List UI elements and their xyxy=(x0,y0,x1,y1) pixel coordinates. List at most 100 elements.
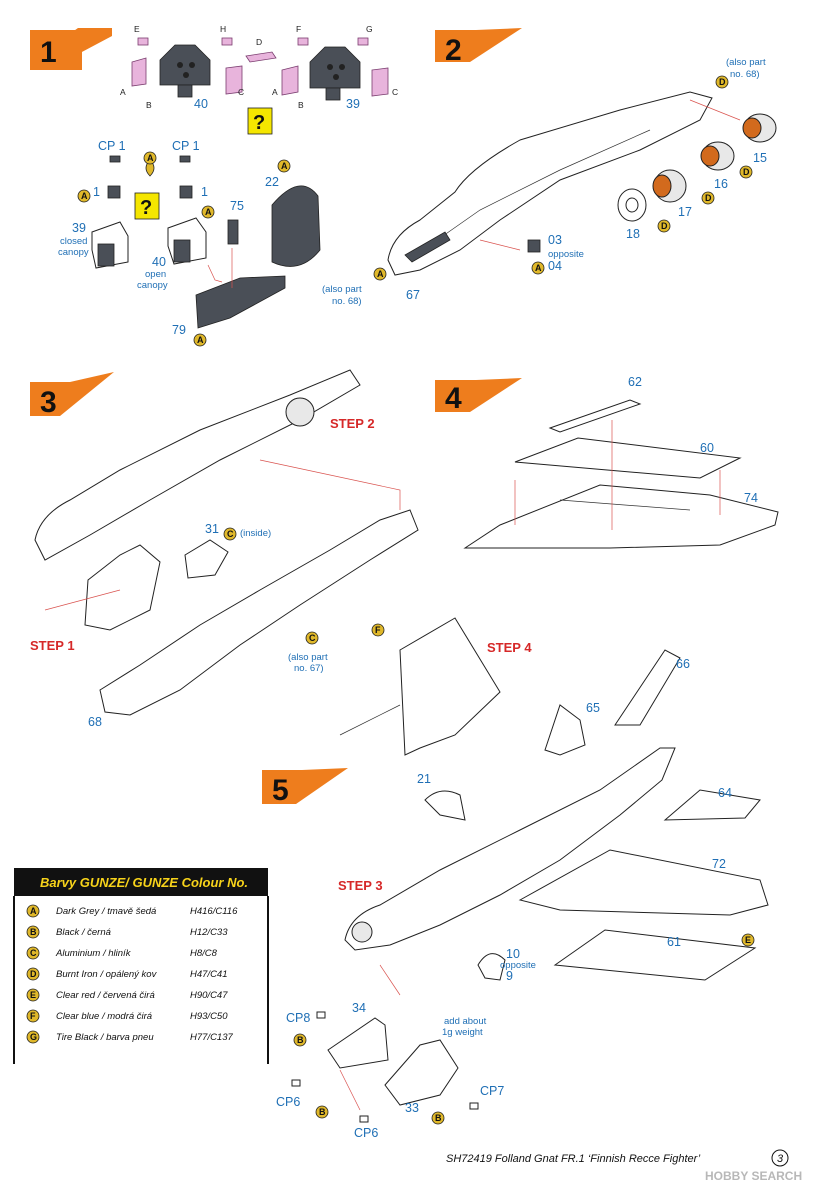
step-3-ref: STEP 3 xyxy=(338,878,383,893)
step-1-box xyxy=(30,30,82,70)
legend-colour-name: Dark Grey / tmavě šedá xyxy=(56,906,156,917)
part-75-label: 75 xyxy=(230,199,244,213)
panel-60 xyxy=(514,437,742,479)
legend-letter: A xyxy=(30,906,37,916)
step-1-ref: STEP 1 xyxy=(30,638,75,653)
open-canopy-seat xyxy=(167,217,207,265)
part-34-label: 34 xyxy=(352,1001,366,1015)
letter-c-1: C xyxy=(238,87,244,97)
legend-colour-name: Burnt Iron / opálený kov xyxy=(56,969,158,980)
legend-colour-name: Black / černá xyxy=(56,927,111,938)
part-10-9 xyxy=(477,953,506,981)
step-4-section: 4 62 60 74 xyxy=(435,375,779,549)
cp6-label-2: CP6 xyxy=(354,1126,378,1140)
part-74-label: 74 xyxy=(744,491,758,505)
panel-61 xyxy=(553,929,757,981)
also-68-d: no. 68) xyxy=(332,296,362,307)
question-box-2: ? xyxy=(134,192,160,220)
part-33-label: 33 xyxy=(405,1101,419,1115)
part-34 xyxy=(327,1017,389,1069)
fuselage-step3-lower xyxy=(99,509,419,716)
paint-badges: A A A A A D D D xyxy=(77,75,755,1125)
legend-colour-code: H93/C50 xyxy=(190,1011,228,1022)
svg-text:D: D xyxy=(705,193,712,203)
part-21-label: 21 xyxy=(417,772,431,786)
legend-colour-code: H77/C137 xyxy=(190,1032,233,1043)
svg-text:A: A xyxy=(377,269,384,279)
part-64-label: 64 xyxy=(718,786,732,800)
part-40-seat-label: 40 xyxy=(152,255,166,269)
badge-d-4: D xyxy=(657,219,671,233)
letter-h: H xyxy=(220,24,226,34)
part-39-label: 39 xyxy=(346,97,360,111)
page-number: 3 xyxy=(777,1153,784,1165)
part-65-label: 65 xyxy=(586,701,600,715)
cp1-label-1: CP 1 xyxy=(98,139,126,153)
step-5-banner xyxy=(262,768,348,804)
step-5-number: 5 xyxy=(272,774,289,807)
badge-b-2: B xyxy=(315,1105,329,1119)
part-15-label: 15 xyxy=(753,151,767,165)
part-31 xyxy=(184,539,229,579)
step-2-banner xyxy=(435,28,522,62)
letter-e: E xyxy=(134,24,140,34)
letter-b-1: B xyxy=(146,100,152,110)
letter-d: D xyxy=(256,37,262,47)
open-label: open xyxy=(145,269,166,280)
part-75 xyxy=(227,219,239,245)
inside-label: (inside) xyxy=(240,528,271,539)
part-66 xyxy=(614,649,681,726)
legend-colour-name: Tire Black / barva pneu xyxy=(56,1032,154,1043)
legend-letter: C xyxy=(30,948,37,958)
also-67-a: (also part xyxy=(288,652,328,663)
canopy-label-2: canopy xyxy=(137,280,168,291)
cp8-part xyxy=(316,1011,326,1019)
cp8-label: CP8 xyxy=(286,1011,310,1025)
letter-a-1: A xyxy=(120,87,126,97)
legend-badge xyxy=(26,988,40,1002)
add-weight-1: add about xyxy=(444,1016,487,1027)
letter-a-2: A xyxy=(272,87,278,97)
svg-text:D: D xyxy=(719,77,726,87)
cp1-part-2 xyxy=(179,155,191,163)
legend-badge xyxy=(26,904,40,918)
badge-a-4: A xyxy=(277,159,291,173)
badge-c-1: C xyxy=(223,527,237,541)
badge-a-7: A xyxy=(373,267,387,281)
opposite-label-2: opposite xyxy=(500,960,536,971)
part-9-label: 9 xyxy=(506,969,513,983)
svg-text:D: D xyxy=(743,167,750,177)
part-10-label: 10 xyxy=(506,947,520,961)
part-31-label: 31 xyxy=(205,522,219,536)
badge-e-1: E xyxy=(741,933,755,947)
part-72-label: 72 xyxy=(712,857,726,871)
cockpit-tub-79 xyxy=(195,275,286,329)
badge-d-3: D xyxy=(701,191,715,205)
letter-c-2: C xyxy=(392,87,398,97)
step-1-number: 1 xyxy=(40,36,57,69)
part-1-label-b: 1 xyxy=(201,185,208,199)
badge-d-1: D xyxy=(715,75,729,89)
step-4-banner xyxy=(435,378,522,412)
step-4-ref: STEP 4 xyxy=(487,640,532,655)
part-60-label: 60 xyxy=(700,441,714,455)
cockpit-step3 xyxy=(84,544,161,631)
step-2-number: 2 xyxy=(445,34,462,67)
step-1-section: 1 E H D F G A B C A xyxy=(30,24,398,337)
also-68-b: no. 68) xyxy=(730,69,760,80)
step-3-number: 3 xyxy=(40,386,57,419)
svg-text:A: A xyxy=(81,191,88,201)
legend-badge xyxy=(26,967,40,981)
wing-72 xyxy=(518,849,769,916)
svg-text:D: D xyxy=(661,221,668,231)
svg-text:A: A xyxy=(147,153,154,163)
part-16-label: 16 xyxy=(714,177,728,191)
wing-74 xyxy=(463,484,779,549)
